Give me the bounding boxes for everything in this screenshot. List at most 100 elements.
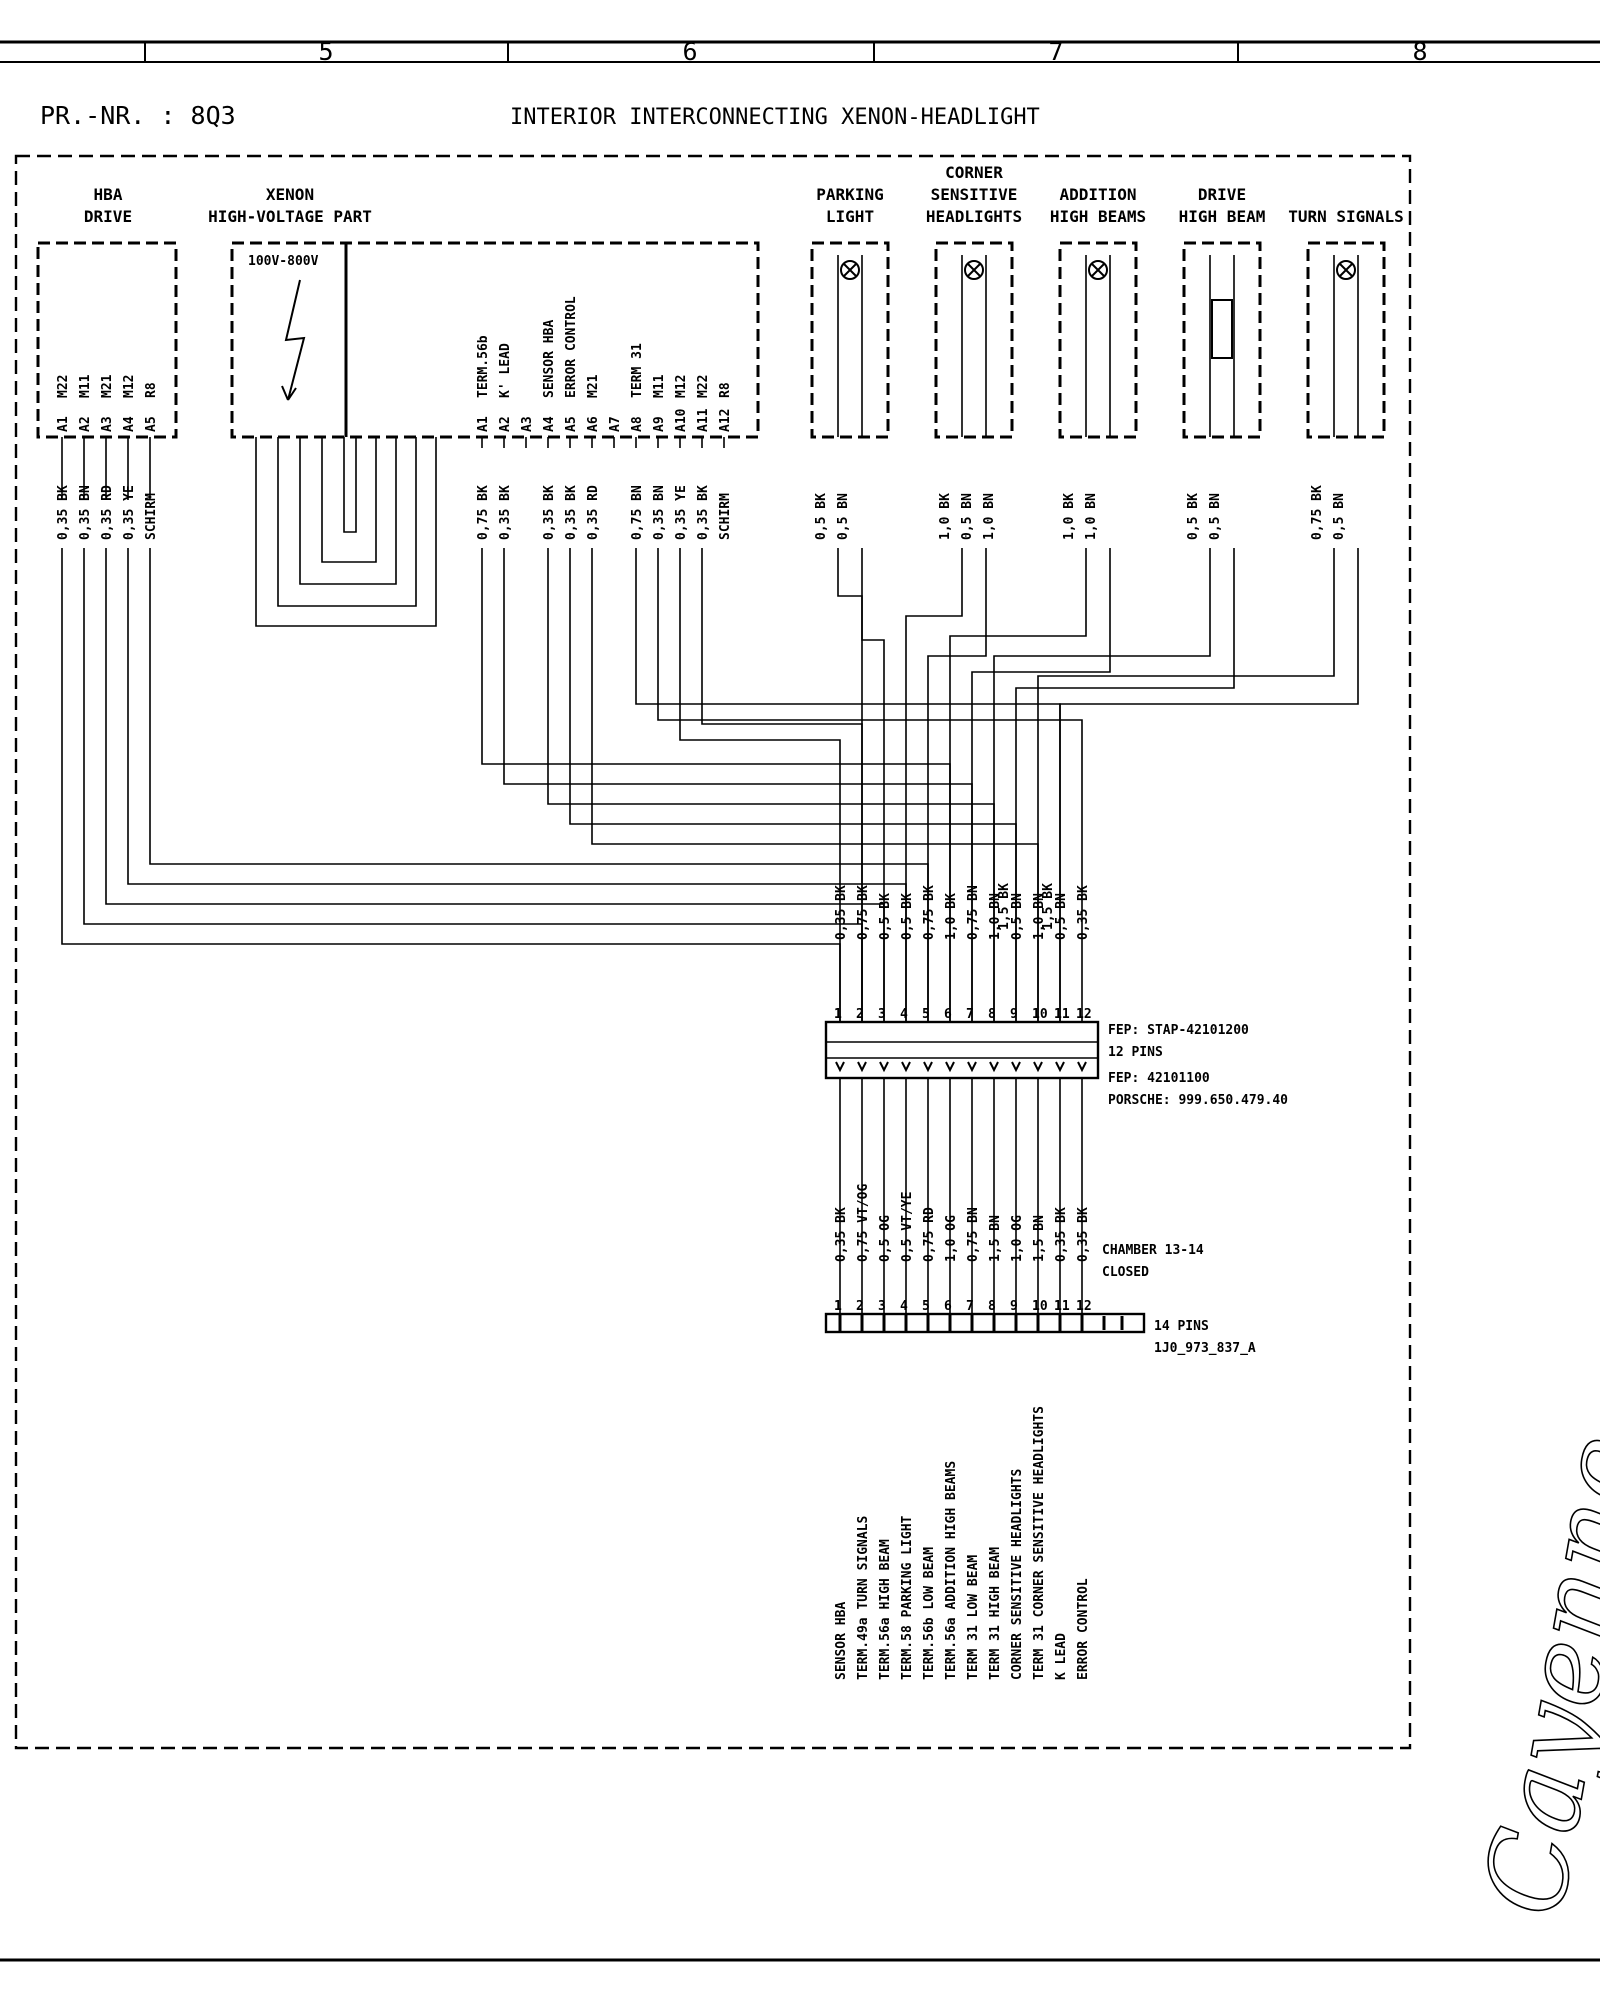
xenon-wire-spec: 0,35 BN <box>652 485 667 540</box>
connector-1-wire-spec: 1,0 BK <box>944 893 959 940</box>
hba-wire-spec: 0,35 BK <box>56 485 71 540</box>
hba-signal-label: M22 <box>56 375 71 398</box>
connector-2-wire-spec: 0,75 VT/OG <box>856 1184 871 1262</box>
lamp-label: HIGH BEAM <box>1179 207 1266 226</box>
xenon-pin-label: A4 <box>542 416 557 432</box>
connector-1-pin-number: 7 <box>966 1007 974 1022</box>
xenon-wire-spec: 0,35 BK <box>696 485 711 540</box>
voltage-label: 100V-800V <box>248 254 319 269</box>
function-label: TERM.56a ADDITION HIGH BEAMS <box>944 1461 959 1680</box>
pin-arrow-icon <box>857 1061 867 1073</box>
column-header-bar: 5 6 7 8 <box>0 37 1600 66</box>
function-label: TERM.49a TURN SIGNALS <box>856 1515 871 1680</box>
lamp-wire-spec: 0,5 BK <box>814 493 829 540</box>
connector-2-wire-spec: 1,5 BN <box>1032 1215 1047 1262</box>
connector-2-wire-spec: 0,35 BK <box>1054 1207 1069 1262</box>
xenon-signal-label: SENSOR HBA <box>542 320 557 398</box>
pin-arrow-icon <box>945 1061 955 1073</box>
connector-2-wire-spec: 1,0 OG <box>944 1215 959 1262</box>
hba-wire-spec: 0,35 RD <box>100 485 115 540</box>
pin-arrow-icon <box>1055 1061 1065 1073</box>
connector-1-wire-spec: 0,35 BK <box>1076 885 1091 940</box>
pins-14-label: 14 PINS <box>1154 1319 1209 1334</box>
lamp-box <box>1306 241 1386 439</box>
lamp-box <box>810 241 890 439</box>
connector-1-pin-number: 3 <box>878 1007 886 1022</box>
lightning-icon <box>281 279 306 401</box>
connector-1-pin-number: 10 <box>1032 1007 1048 1022</box>
connector-1-wire-spec: 0,5 BK <box>900 893 915 940</box>
part-number-label: 1J0_973_837_A <box>1154 1341 1256 1356</box>
resistor-icon <box>1211 299 1233 359</box>
hba-pin-label: A5 <box>144 416 159 432</box>
xenon-pin-label: A11 <box>696 408 711 432</box>
chamber-label: CHAMBER 13-14 <box>1102 1243 1204 1258</box>
xenon-pin-label: A1 <box>476 416 491 432</box>
connector-2-wire-spec: 0,35 BK <box>1076 1207 1091 1262</box>
connector-2-pin-number: 2 <box>856 1299 864 1314</box>
connector-2-wire-spec: 0,35 BK <box>834 1207 849 1262</box>
pin-arrow-icon <box>901 1061 911 1073</box>
fep-stap-label: FEP: STAP-42101200 <box>1108 1023 1249 1038</box>
connector-1-extra-wire-spec: 1,5 BK <box>1041 883 1056 930</box>
connector-1-pin-number: 4 <box>900 1007 908 1022</box>
hba-pin-label: A3 <box>100 416 115 432</box>
hba-pin-label: A4 <box>122 416 137 432</box>
pr-number: PR.-NR. : 8Q3 <box>40 101 236 130</box>
connector-2-pin-number: 3 <box>878 1299 886 1314</box>
connector-2-wire-spec: 0,5 OG <box>878 1215 893 1262</box>
xenon-box <box>230 241 760 439</box>
connector-2-pin-number: 8 <box>988 1299 996 1314</box>
xenon-signal-label: K' LEAD <box>498 343 513 398</box>
xenon-pin-label: A10 <box>674 408 689 432</box>
xenon-signal-label: TERM.56b <box>476 335 491 398</box>
function-label: TERM.58 PARKING LIGHT <box>900 1515 915 1680</box>
connector-1-wire-spec: 0,5 BN <box>1054 893 1069 940</box>
connector-1-pin-number: 11 <box>1054 1007 1070 1022</box>
connector-1-pin-number: 6 <box>944 1007 952 1022</box>
pin-arrow-icon <box>1077 1061 1087 1073</box>
hba-drive-box <box>36 241 178 439</box>
xenon-label: XENON <box>266 185 314 204</box>
function-label: TERM.56b LOW BEAM <box>922 1547 937 1680</box>
function-label: TERM.56a HIGH BEAM <box>878 1539 893 1680</box>
pin-arrow-icon <box>879 1061 889 1073</box>
xenon-signal-label: TERM 31 <box>630 343 645 398</box>
pins-12-label: 12 PINS <box>1108 1045 1163 1060</box>
connector-1-pin-number: 8 <box>988 1007 996 1022</box>
column-number-8: 8 <box>1412 37 1427 66</box>
xenon-pin-label: A9 <box>652 416 667 432</box>
cayenne-logo: Cayenne <box>1460 1426 1600 1925</box>
function-label: ERROR CONTROL <box>1076 1578 1091 1680</box>
xenon-wire-spec: 0,75 BK <box>476 485 491 540</box>
pin-arrow-icon <box>967 1061 977 1073</box>
column-number-7: 7 <box>1048 37 1063 66</box>
xenon-module: XENON HIGH-VOLTAGE PART 100V-800V A1TERM… <box>208 185 760 540</box>
lamp-wire-spec: 0,5 BN <box>836 493 851 540</box>
hba-wire-spec: 0,35 BN <box>78 485 93 540</box>
hba-wire-spec: 0,35 YE <box>122 485 137 540</box>
chamber-closed-label: CLOSED <box>1102 1265 1149 1280</box>
xenon-signal-label: M12 <box>674 375 689 398</box>
connector-1-wire-spec: 0,75 BK <box>922 885 937 940</box>
connector-1-extra-wire-spec: 1,5 BK <box>997 883 1012 930</box>
connector-2-pin-number: 4 <box>900 1299 908 1314</box>
lamp-label: DRIVE <box>1198 185 1246 204</box>
lamp-wire-spec: 0,5 BN <box>960 493 975 540</box>
lamp-wire-spec: 1,0 BN <box>1084 493 1099 540</box>
xenon-pin-label: A6 <box>586 416 601 432</box>
hba-wire-spec: SCHIRM <box>144 493 159 540</box>
connector-1-pin-number: 12 <box>1076 1007 1092 1022</box>
connector-14-pin-body <box>824 1312 1146 1334</box>
wire-harness <box>61 548 1359 1022</box>
xenon-wire-spec: SCHIRM <box>718 493 733 540</box>
connector-1-wire-spec: 1,0 BN <box>1032 893 1047 940</box>
page-title: INTERIOR INTERCONNECTING XENON-HEADLIGHT <box>510 105 1040 130</box>
hba-label: HBA <box>94 185 123 204</box>
